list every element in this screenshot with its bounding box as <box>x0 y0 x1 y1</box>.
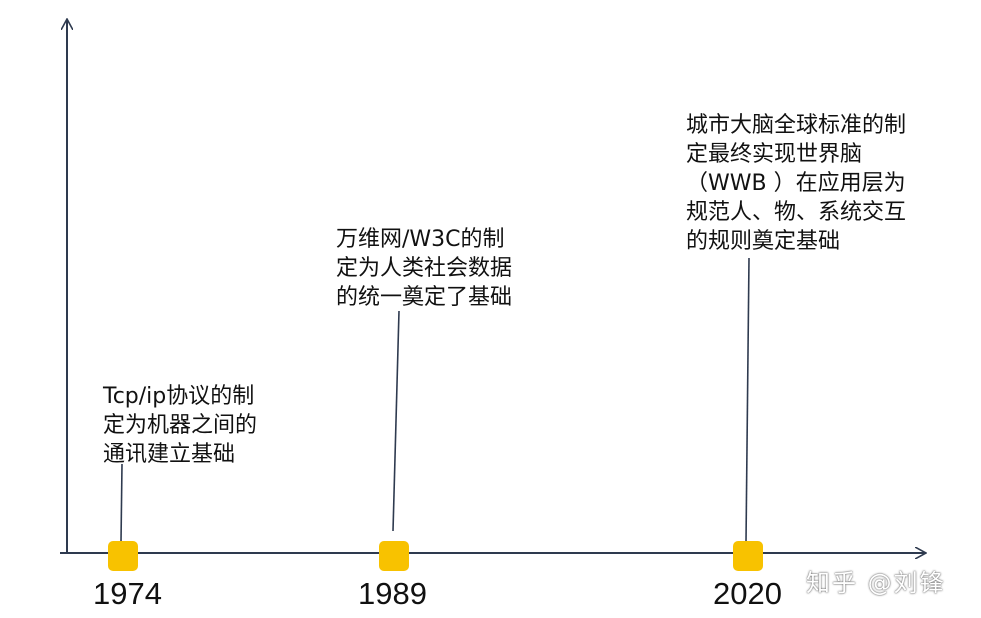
description-line: 城市大脑全球标准的制 <box>686 113 907 138</box>
connector-1989 <box>392 310 400 532</box>
year-label: 2020 <box>713 576 782 611</box>
description-line: Tcp/ip协议的制 <box>103 384 255 409</box>
description-line: 的规则奠定基础 <box>686 229 841 254</box>
description-line: 定最终实现世界脑 <box>686 142 863 167</box>
connector-2020 <box>745 257 750 543</box>
description-line: 定为人类社会数据 <box>336 256 513 281</box>
connector-1974 <box>120 463 123 543</box>
event-marker-1974 <box>108 541 138 571</box>
event-description-2020: 城市大脑全球标准的制 定最终实现世界脑 （WWB ）在应用层为 规范人、物、系统… <box>686 111 906 256</box>
event-marker-1989 <box>379 541 409 571</box>
event-description-1989: 万维网/W3C的制 定为人类社会数据 的统一奠定了基础 <box>336 225 512 312</box>
description-line: 的统一奠定了基础 <box>336 285 513 310</box>
event-marker-2020 <box>733 541 763 571</box>
description-line: （WWB ）在应用层为 <box>686 171 906 196</box>
year-label: 1974 <box>93 576 162 611</box>
description-line: 万维网/W3C的制 <box>336 227 505 252</box>
description-line: 定为机器之间的 <box>103 413 258 438</box>
description-line: 规范人、物、系统交互 <box>686 200 907 225</box>
year-label: 1989 <box>358 576 427 611</box>
watermark: 知乎 @刘锋 <box>806 569 946 597</box>
event-description-1974: Tcp/ip协议的制 定为机器之间的 通讯建立基础 <box>103 382 257 469</box>
description-line: 通讯建立基础 <box>103 442 236 467</box>
